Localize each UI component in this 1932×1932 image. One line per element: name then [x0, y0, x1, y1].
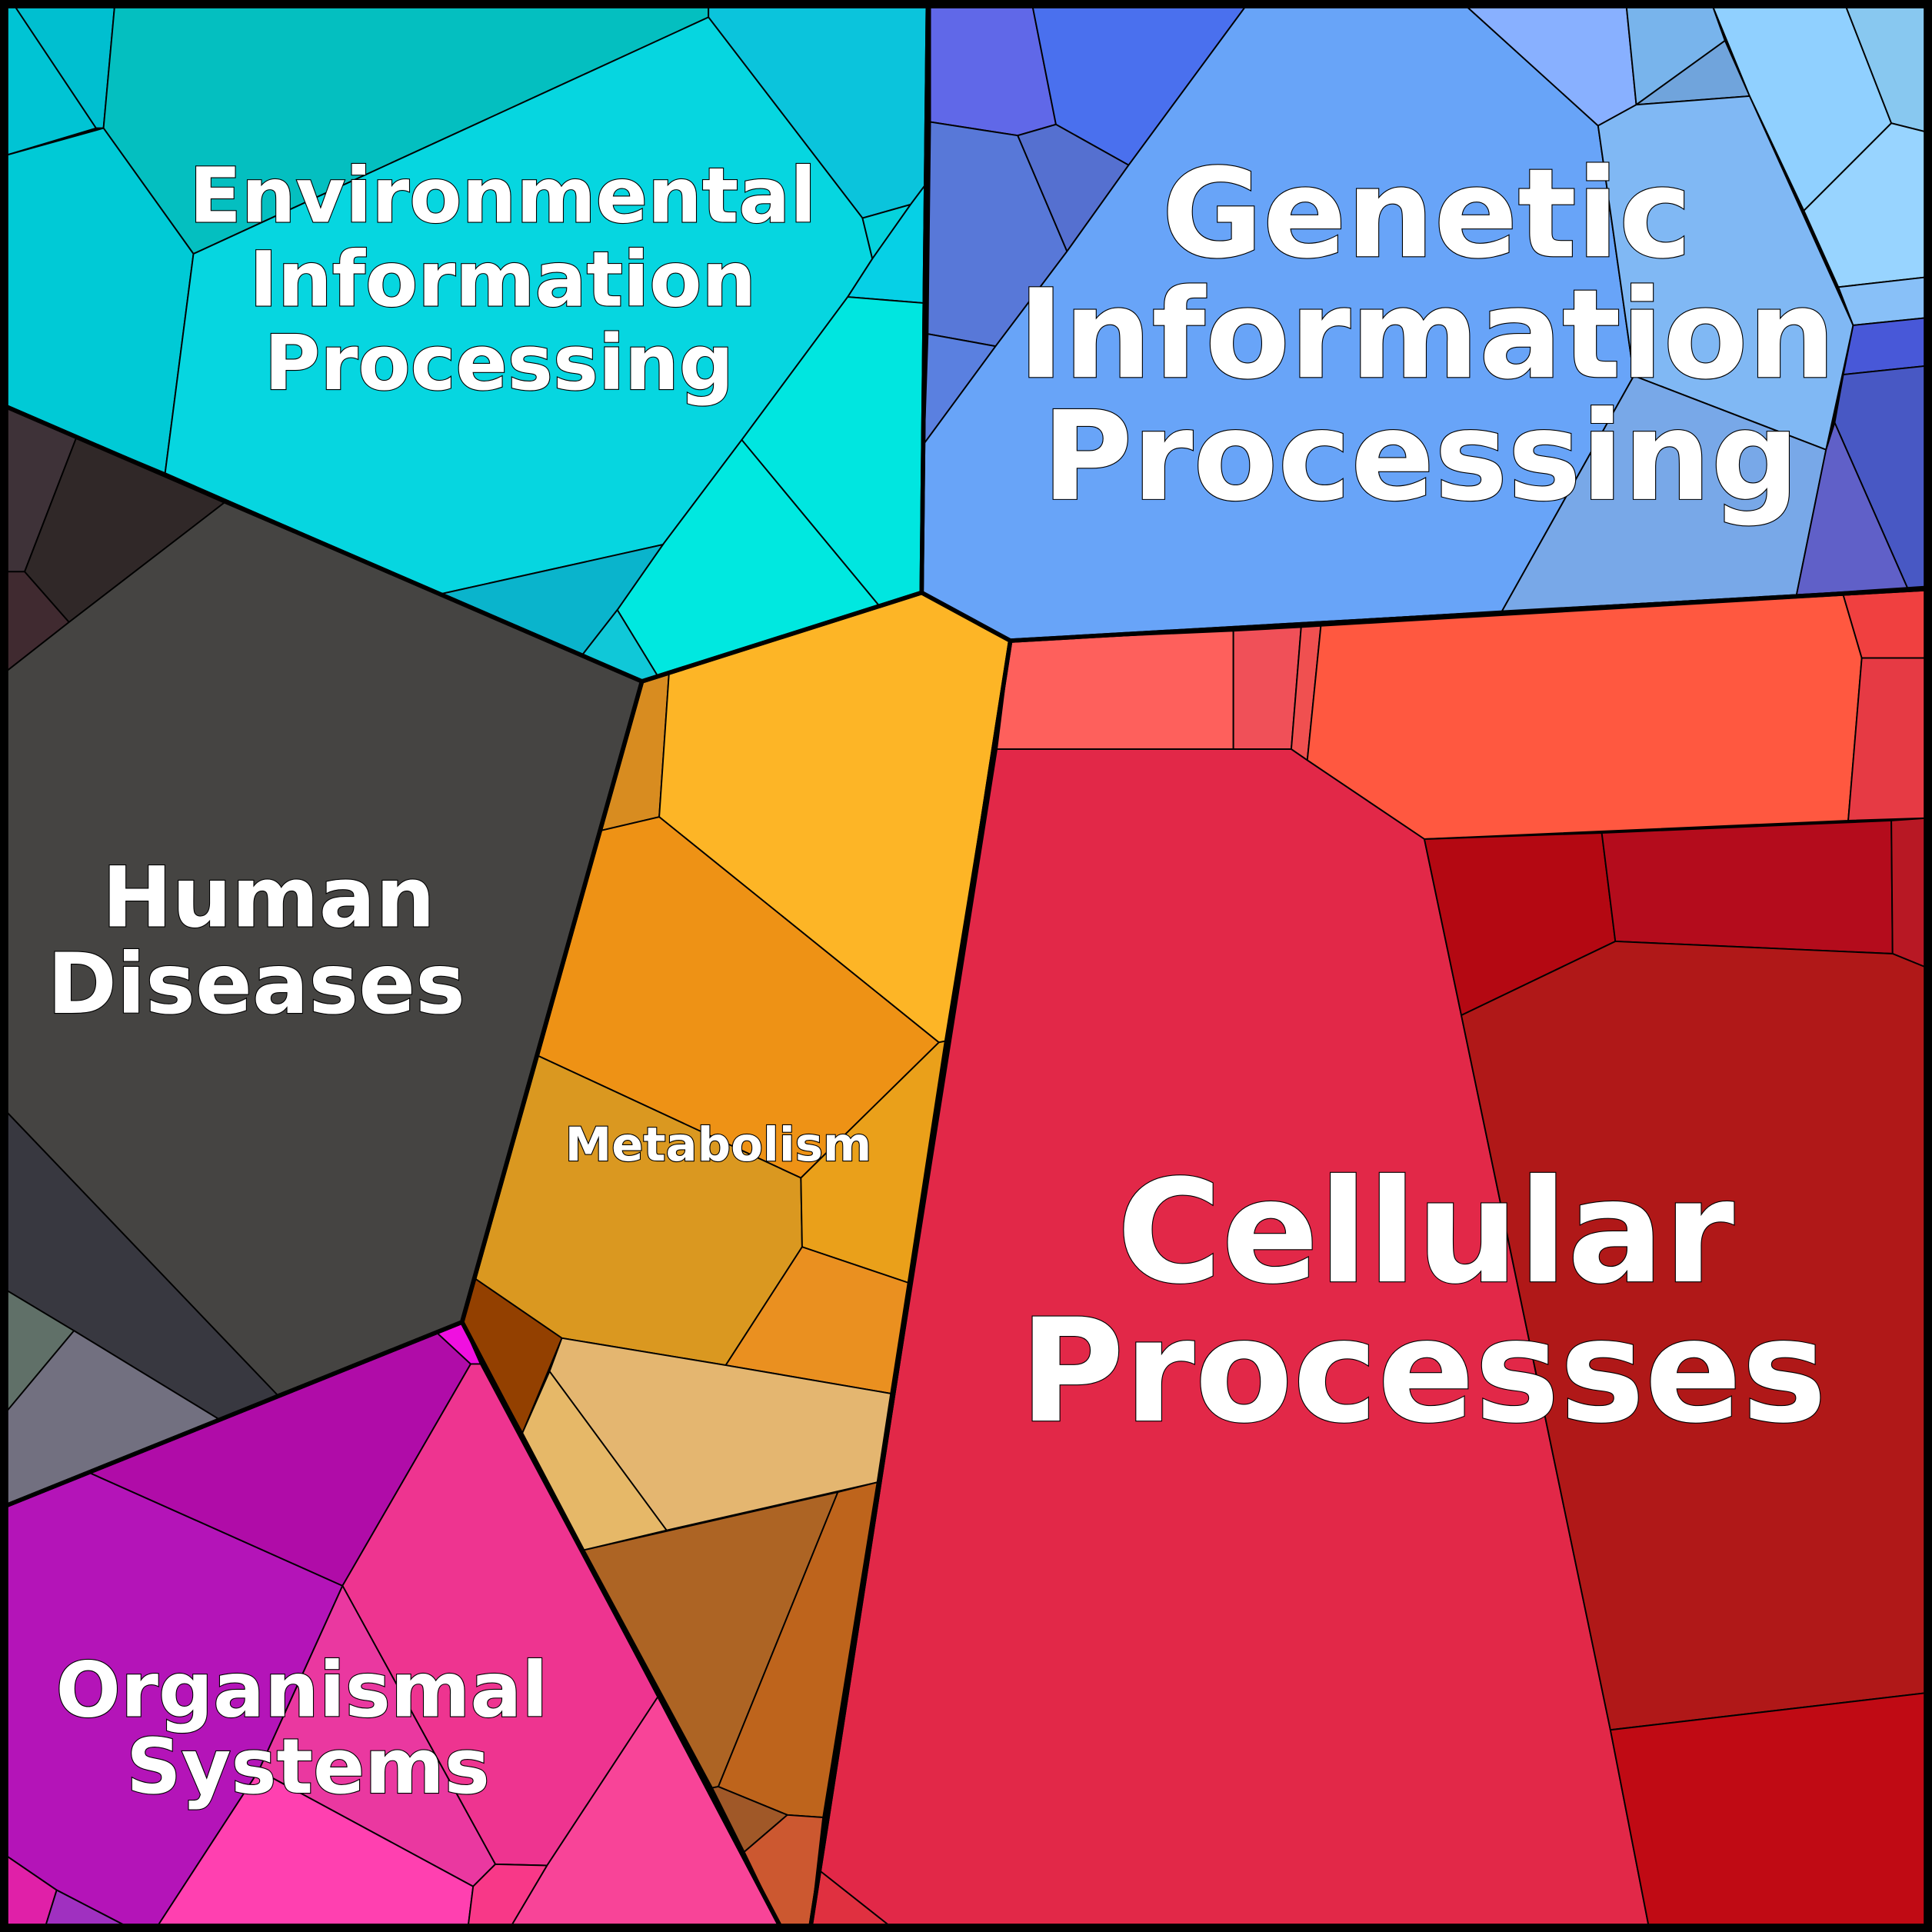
svg-text:Genetic: Genetic: [1162, 142, 1692, 285]
genetic-cell[interactable]: [1834, 365, 1927, 589]
svg-text:Organismal: Organismal: [56, 1647, 548, 1735]
label-line: Processing: [1042, 385, 1799, 528]
svg-text:Information: Information: [249, 235, 756, 324]
label-line: Diseases: [47, 935, 465, 1033]
svg-text:Environmental: Environmental: [189, 152, 816, 240]
label-line: Systems: [126, 1723, 490, 1811]
cellular-cell[interactable]: [1609, 1692, 1927, 1927]
svg-text:Processing: Processing: [265, 319, 734, 408]
label-line: Environmental: [189, 152, 816, 240]
label-line: Processing: [265, 319, 734, 408]
label-environmental: Environmental Information Processing: [188, 151, 818, 408]
label-line: Cellular: [1117, 1149, 1734, 1315]
cellular-cell[interactable]: [1890, 817, 1927, 969]
svg-text:Processes: Processes: [1020, 1288, 1827, 1454]
svg-text:Systems: Systems: [126, 1723, 490, 1811]
label-genetic: Genetic Information Processing: [1018, 141, 1837, 529]
label-line: Organismal: [56, 1647, 548, 1735]
label-cellular: Cellular Processes: [1018, 1148, 1827, 1455]
label-line: Processes: [1020, 1288, 1827, 1454]
svg-text:Metabolism: Metabolism: [565, 1118, 872, 1172]
cellular-cell[interactable]: [1232, 626, 1302, 751]
label-line: Genetic: [1162, 142, 1692, 285]
svg-text:Processing: Processing: [1042, 385, 1799, 528]
label-line: Information: [1018, 262, 1836, 406]
label-metabolism: Metabolism: [564, 1117, 872, 1173]
label-line: Metabolism: [565, 1118, 872, 1172]
svg-text:Human: Human: [102, 849, 435, 947]
cellular-cell[interactable]: [1847, 657, 1927, 821]
label-organismal: Organismal Systems: [55, 1646, 548, 1813]
cellular-cell[interactable]: [1306, 594, 1863, 840]
cellular-cell[interactable]: [1601, 819, 1894, 954]
cellular-cell[interactable]: [995, 630, 1234, 751]
svg-text:Diseases: Diseases: [47, 935, 465, 1033]
svg-text:Cellular: Cellular: [1117, 1149, 1734, 1315]
label-human: Human Diseases: [46, 848, 466, 1034]
label-line: Information: [249, 235, 756, 324]
genetic-cell[interactable]: [1842, 317, 1927, 376]
label-line: Human: [102, 849, 435, 947]
svg-text:Information: Information: [1018, 262, 1836, 406]
cells-layer: [5, 5, 1927, 1927]
